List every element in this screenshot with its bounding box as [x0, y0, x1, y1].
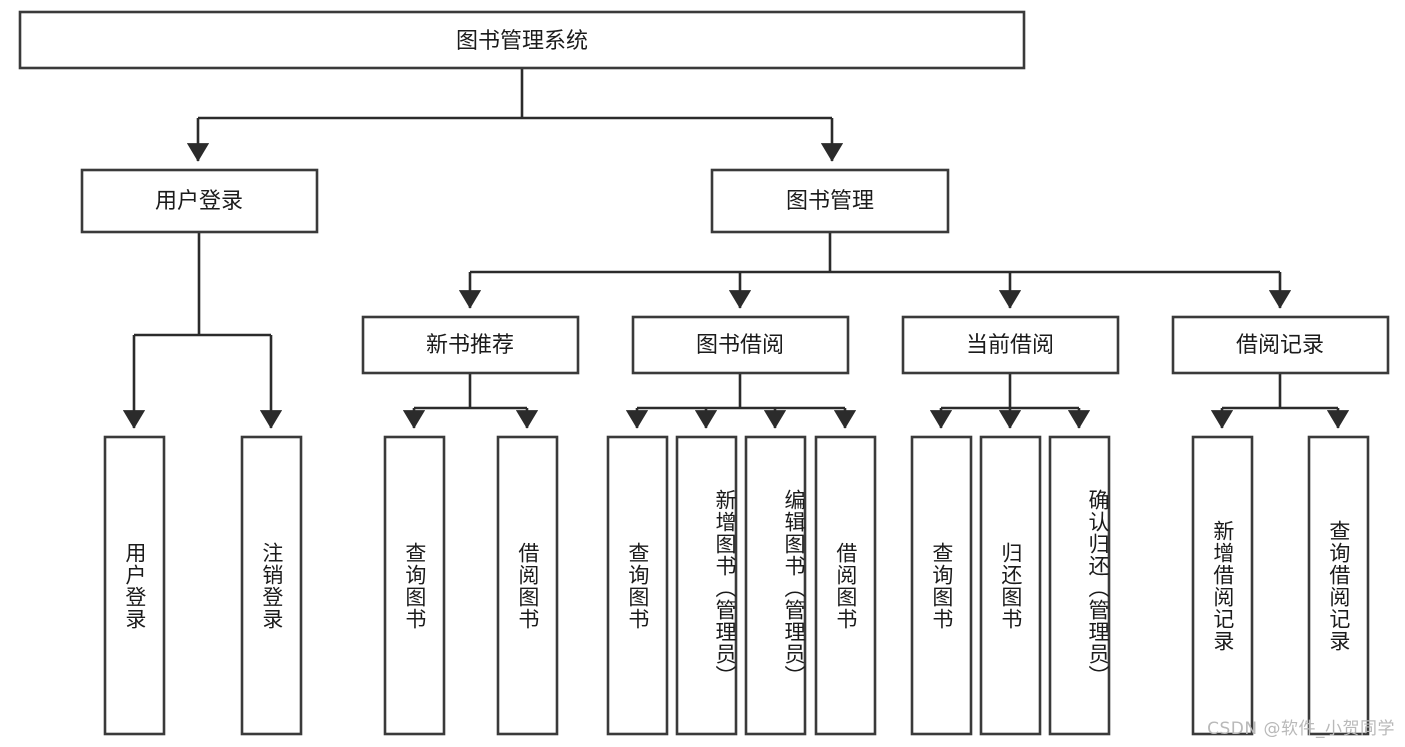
connector-group-book-manage: [458, 232, 1292, 309]
node-book-borrow[interactable]: 图书借阅: [631, 315, 850, 375]
node-user-login[interactable]: 用户登录: [80, 168, 319, 234]
node-root-label: 图书管理系统: [456, 29, 588, 54]
node-current-borrow[interactable]: 当前借阅: [901, 315, 1120, 375]
leaf-box-current-borrow-3[interactable]: [1048, 435, 1111, 736]
node-book-borrow-box[interactable]: [631, 315, 850, 375]
connector-group-borrow-record: [1210, 373, 1350, 429]
node-borrow-record-box[interactable]: [1171, 315, 1390, 375]
node-book-manage-label: 图书管理: [786, 189, 874, 214]
leaf-box-new-book-2[interactable]: [496, 435, 559, 736]
leaf-box-book-borrow-3[interactable]: [744, 435, 807, 736]
connector-group-user-login: [122, 232, 283, 429]
leaf-box-user-login-1[interactable]: [103, 435, 166, 736]
node-book-manage[interactable]: 图书管理: [710, 168, 950, 234]
node-user-login-label: 用户登录: [155, 189, 243, 214]
node-book-manage-box[interactable]: [710, 168, 950, 234]
leaf-box-book-borrow-1[interactable]: [606, 435, 669, 736]
node-new-book-recommend[interactable]: 新书推荐: [361, 315, 580, 375]
node-current-borrow-label: 当前借阅: [966, 333, 1054, 358]
node-user-login-box[interactable]: [80, 168, 319, 234]
connector-group-root: [186, 68, 844, 162]
leaf-box-book-borrow-4[interactable]: [814, 435, 877, 736]
leaf-box-borrow-record-2[interactable]: [1307, 435, 1370, 736]
leaf-box-borrow-record-1[interactable]: [1191, 435, 1254, 736]
node-borrow-record[interactable]: 借阅记录: [1171, 315, 1390, 375]
leaf-box-current-borrow-2[interactable]: [979, 435, 1042, 736]
leaf-box-current-borrow-1[interactable]: [910, 435, 973, 736]
leaf-box-new-book-1[interactable]: [383, 435, 446, 736]
node-book-borrow-label: 图书借阅: [696, 333, 784, 358]
node-root[interactable]: 图书管理系统: [18, 10, 1026, 70]
node-current-borrow-box[interactable]: [901, 315, 1120, 375]
leaf-box-book-borrow-2[interactable]: [675, 435, 738, 736]
connector-group-current-borrow: [929, 373, 1091, 429]
node-borrow-record-label: 借阅记录: [1236, 333, 1324, 358]
node-root-box[interactable]: [18, 10, 1026, 70]
leaf-box-user-login-2[interactable]: [240, 435, 303, 736]
node-new-book-recommend-label: 新书推荐: [426, 333, 514, 358]
connector-group-new-book: [402, 373, 539, 429]
connector-group-book-borrow: [625, 373, 857, 429]
node-new-book-recommend-box[interactable]: [361, 315, 580, 375]
csdn-watermark: CSDN @软件_小贺同学: [1207, 719, 1395, 739]
